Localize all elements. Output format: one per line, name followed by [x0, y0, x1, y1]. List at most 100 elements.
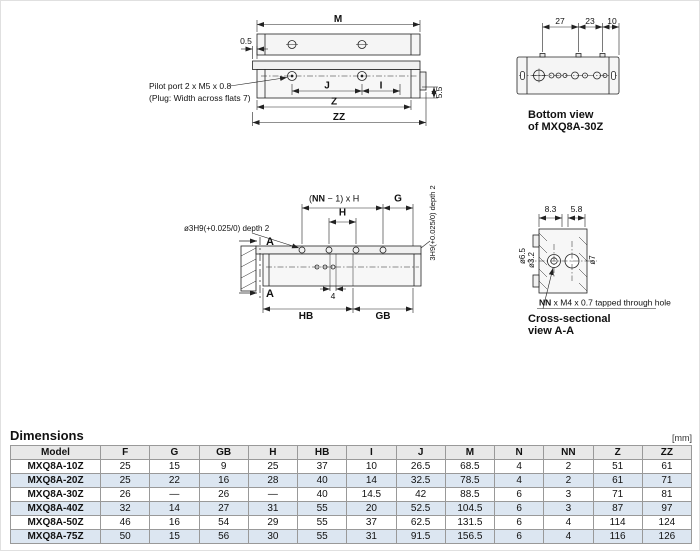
- dim-label-i: I: [380, 81, 383, 92]
- table-row: MXQ8A-40Z 32 14 27 31 55 20 52.5 104.5 6…: [10, 501, 693, 516]
- dim-cell: 87: [592, 501, 643, 516]
- dim-cell: 31: [346, 529, 397, 544]
- col-header-g: G: [149, 445, 200, 460]
- dim-cell: 15: [149, 459, 200, 474]
- dimensions-section: Dimensions [mm] Model F G GB H HB I J M …: [10, 428, 693, 544]
- model-cell: MXQ8A-10Z: [10, 459, 101, 474]
- pitch-open: (: [309, 194, 312, 204]
- dim-cell: 25: [247, 459, 299, 474]
- model-cell: MXQ8A-20Z: [10, 473, 101, 488]
- hole-note-vertical: 3H9(+0.025/0) depth 2: [428, 185, 437, 260]
- dim-cell: 6: [493, 515, 545, 530]
- dim-cell: 126: [641, 529, 693, 544]
- dim-label-g: G: [394, 194, 402, 205]
- dim-label-5-8: 5.8: [571, 204, 583, 214]
- dim-cell: 26: [99, 487, 151, 502]
- dim-cell: 14: [149, 501, 200, 516]
- dim-cell: 52.5: [395, 501, 446, 516]
- col-header-hb: HB: [296, 445, 348, 460]
- dim-cell: 61: [641, 459, 693, 474]
- dim-cell: 54: [198, 515, 249, 530]
- drawing-bottom-view: 27 23 10 Bottom view of MXQ8A-30Z: [516, 16, 620, 133]
- dim-cell: 50: [99, 529, 151, 544]
- col-header-zz: ZZ: [641, 445, 693, 460]
- dim-cell: 3: [543, 487, 594, 502]
- section-a-label-top: A: [266, 236, 274, 248]
- dimensions-header: Dimensions [mm]: [10, 428, 692, 443]
- table-row: MXQ8A-30Z 26 — 26 — 40 14.5 42 88.5 6 3 …: [10, 487, 693, 502]
- dim-cell: 4: [543, 515, 594, 530]
- model-cell: MXQ8A-30Z: [10, 487, 101, 502]
- dimensions-title: Dimensions: [10, 428, 84, 443]
- dim-cell: 55: [296, 501, 348, 516]
- dim-cell: 68.5: [444, 459, 496, 474]
- table-row: MXQ8A-10Z 25 15 9 25 37 10 26.5 68.5 4 2…: [10, 459, 693, 474]
- pitch-nn: NN: [312, 194, 325, 204]
- hole-note: ø3H9(+0.025/0) depth 2: [184, 224, 270, 233]
- dim-cell: 51: [592, 459, 643, 474]
- dim-label-h: H: [339, 208, 346, 219]
- pitch-rest: − 1) x H: [325, 194, 359, 204]
- dim-cell: 124: [641, 515, 693, 530]
- dim-cell: 91.5: [395, 529, 446, 544]
- dim-cell: 97: [641, 501, 693, 516]
- dim-label-27: 27: [555, 16, 565, 26]
- dim-cell: 20: [346, 501, 397, 516]
- drawing-section-side-view: (NN − 1) x H G H 3H9(+0.025/0) depth 2 ø…: [184, 185, 437, 322]
- dim-cell: 42: [395, 487, 446, 502]
- dim-cell: 10: [346, 459, 397, 474]
- dim-cell: 9: [198, 459, 249, 474]
- dim-cell: 37: [296, 459, 348, 474]
- dim-label-hb: HB: [299, 311, 313, 322]
- dim-label-4: 4: [331, 291, 336, 301]
- dim-cell: 32.5: [395, 473, 446, 488]
- col-header-n: N: [493, 445, 545, 460]
- dim-label-d3-2: ø3.2: [527, 251, 536, 268]
- dim-cell: —: [247, 487, 299, 502]
- dim-label-z: Z: [331, 97, 337, 108]
- dim-cell: 22: [149, 473, 200, 488]
- dim-cell: 116: [592, 529, 643, 544]
- dim-cell: 32: [99, 501, 151, 516]
- bottom-view-caption-line1: Bottom view: [528, 109, 594, 121]
- cross-section-caption-line1: Cross-sectional: [528, 313, 611, 325]
- dim-cell: 55: [296, 529, 348, 544]
- dim-label-d6-5: ø6.5: [518, 247, 527, 264]
- dim-cell: 27: [198, 501, 249, 516]
- bottom-view-caption-line2: of MXQ8A-30Z: [528, 121, 603, 133]
- section-a-label-bottom: A: [266, 288, 274, 300]
- dim-cell: 156.5: [444, 529, 496, 544]
- dim-cell: 71: [641, 473, 693, 488]
- dim-cell: 14.5: [346, 487, 397, 502]
- tap-note-nn: NN: [539, 298, 551, 308]
- dim-cell: 16: [149, 515, 200, 530]
- pitch-dim-label: (NN − 1) x H: [309, 194, 359, 204]
- dim-cell: 78.5: [444, 473, 496, 488]
- table-header-row: Model F G GB H HB I J M N NN Z ZZ: [10, 445, 693, 460]
- dim-cell: 16: [198, 473, 249, 488]
- drawing-top-side-view: M 0.5 Pilot port 2 x M5 x 0.8 (Plug: Wid…: [149, 14, 444, 126]
- dim-cell: 28: [247, 473, 299, 488]
- model-cell: MXQ8A-40Z: [10, 501, 101, 516]
- dim-cell: 6: [493, 487, 545, 502]
- dim-label-d7: ø7: [588, 255, 597, 265]
- col-header-h: H: [247, 445, 299, 460]
- dim-cell: 14: [346, 473, 397, 488]
- dim-cell: 56: [198, 529, 249, 544]
- table-row: MXQ8A-75Z 50 15 56 30 55 31 91.5 156.5 6…: [10, 529, 693, 544]
- dim-cell: 131.5: [444, 515, 496, 530]
- tap-note-rest: x M4 x 0.7 tapped through hole: [551, 298, 671, 308]
- dim-cell: 114: [592, 515, 643, 530]
- dim-cell: 29: [247, 515, 299, 530]
- dim-cell: 3: [543, 501, 594, 516]
- cross-section-caption-line2: view A-A: [528, 325, 574, 337]
- dim-label-zz: ZZ: [333, 112, 345, 123]
- dim-label-j: J: [324, 81, 330, 92]
- technical-drawings: M 0.5 Pilot port 2 x M5 x 0.8 (Plug: Wid…: [149, 14, 671, 337]
- dim-cell: 4: [543, 529, 594, 544]
- dim-cell: 71: [592, 487, 643, 502]
- dim-cell: 25: [99, 459, 151, 474]
- col-header-i: I: [346, 445, 397, 460]
- dim-label-23: 23: [585, 16, 595, 26]
